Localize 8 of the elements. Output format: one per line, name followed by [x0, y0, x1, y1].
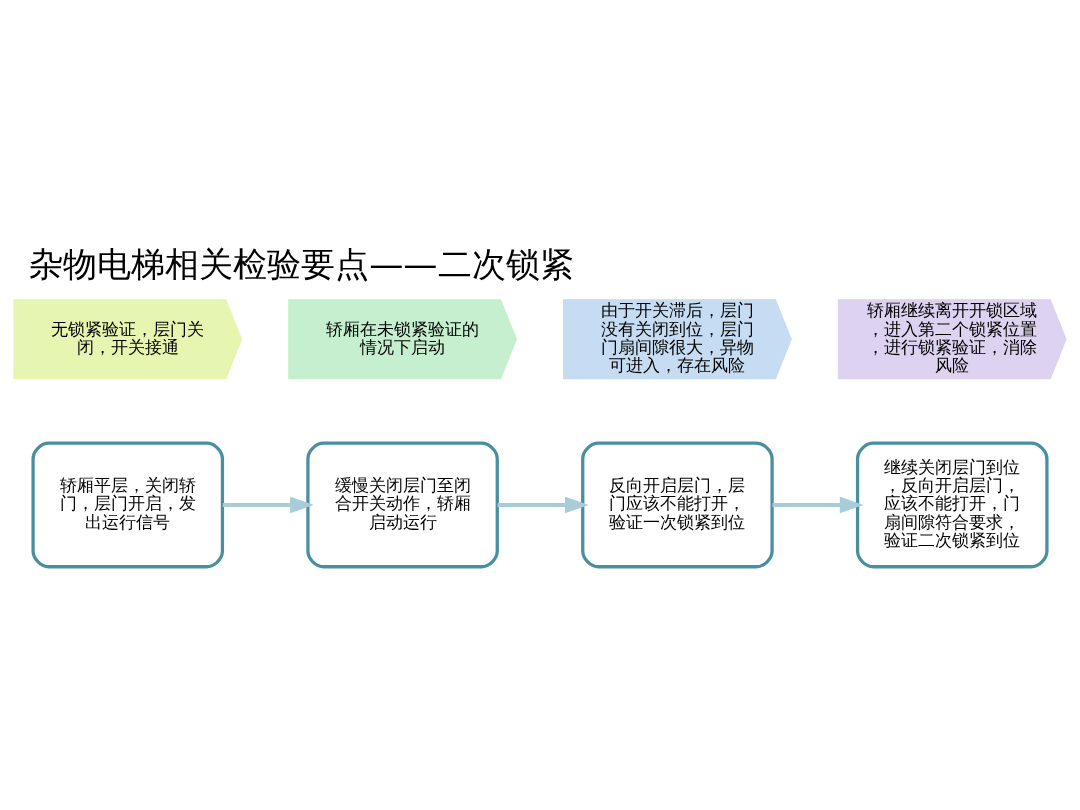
arrow [772, 496, 864, 514]
node-box: 继续关闭层门到位，反向开启层门，应该不能打开，门扇间隙符合要求，验证二次锁紧到位 [855, 441, 1049, 569]
diagram-title: 杂物电梯相关检验要点——二次锁紧 [29, 243, 574, 284]
node-box: 反向开启层门，层门应该不能打开，验证一次锁紧到位 [581, 441, 774, 569]
node-box: 轿厢平层，关闭轿门，层门开启，发出运行信号 [31, 441, 225, 569]
arrow [497, 496, 589, 514]
arrow [222, 496, 314, 514]
node-box: 缓慢关闭层门至闭合开关动作，轿厢启动运行 [306, 441, 499, 569]
